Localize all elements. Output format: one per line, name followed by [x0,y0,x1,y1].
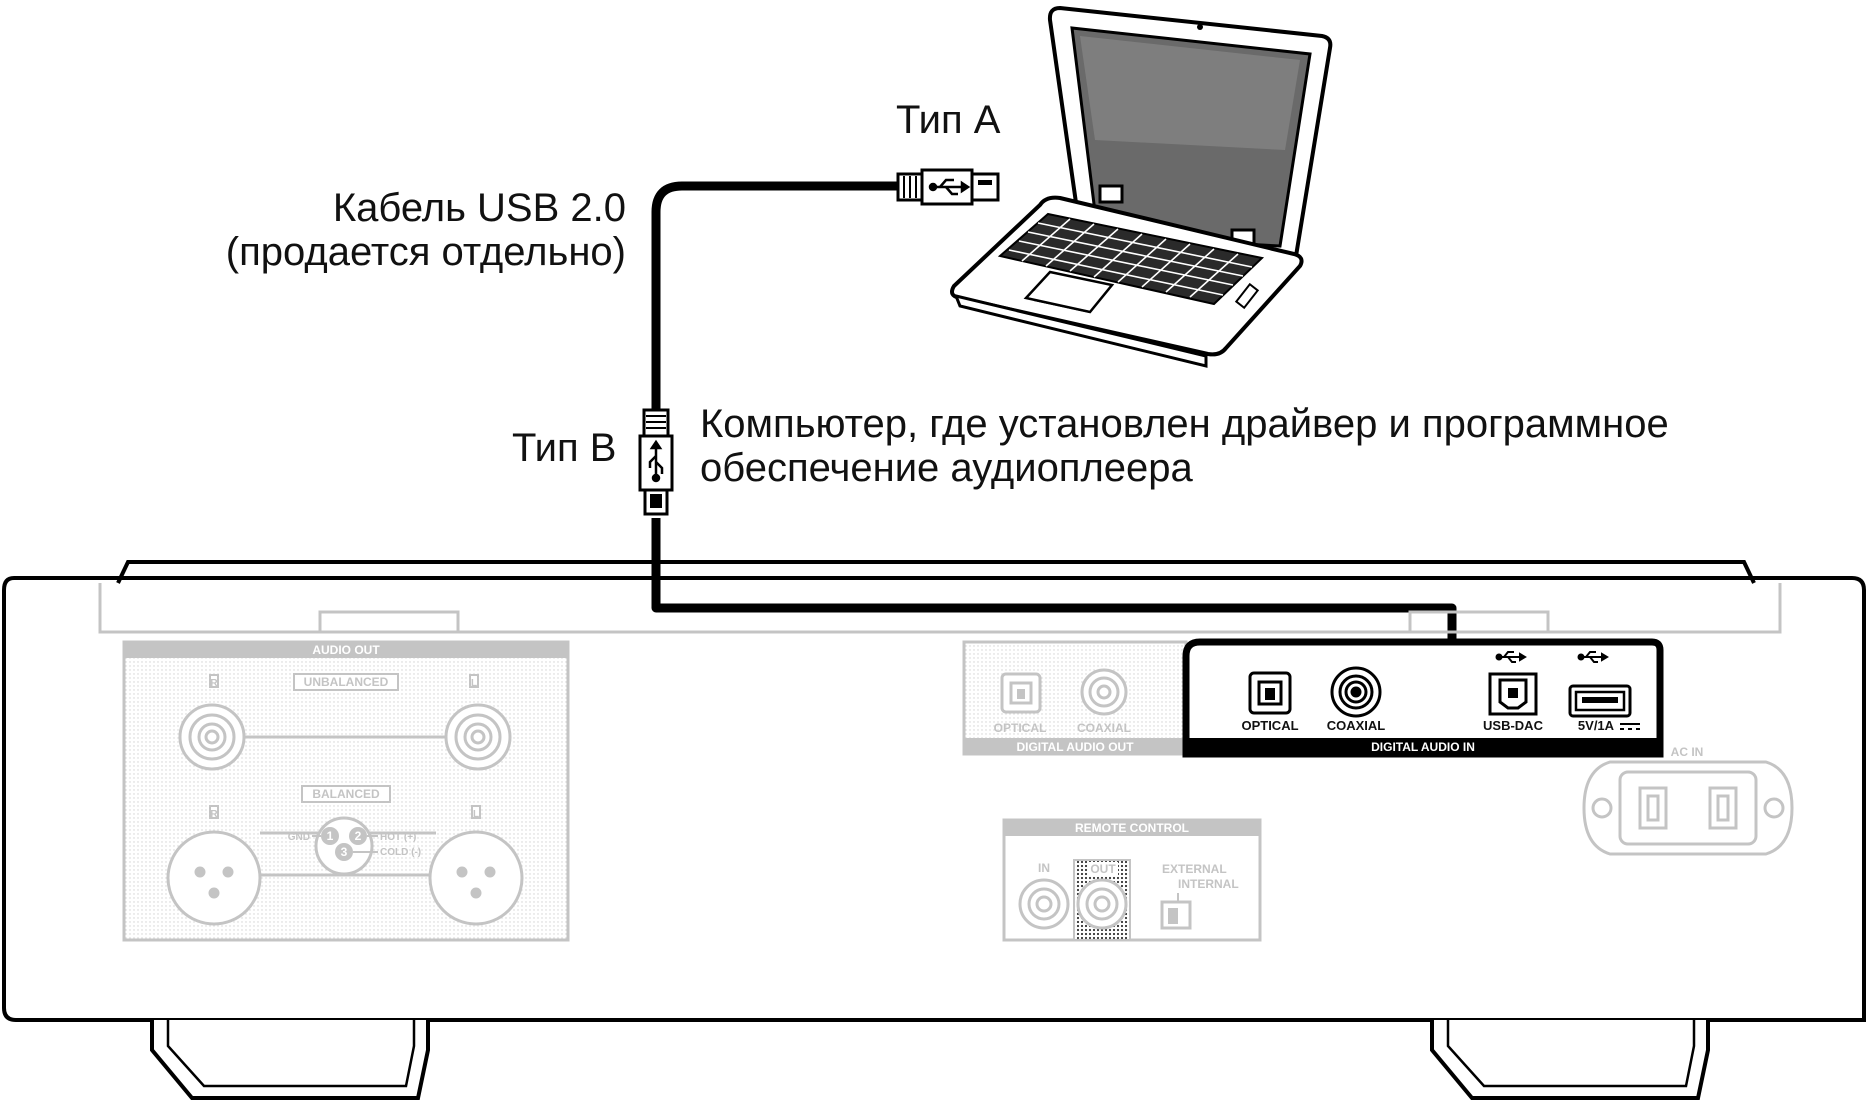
remote-control-section: REMOTE CONTROL IN OUT EXTERNAL INTERNAL [1002,818,1262,942]
coaxial-in-label: COAXIAL [1327,718,1386,733]
xlr-pin-1: 1 [327,829,334,843]
optical-in-label: OPTICAL [1241,718,1298,733]
remote-in-label: IN [1038,861,1050,875]
computer-callout-line2: обеспечение аудиоплеера [700,446,1193,490]
audio-out-section: AUDIO OUT R L UNBALANCED BALANCED R L [122,640,570,942]
optical-out-label: OPTICAL [994,721,1047,735]
digital-audio-in-label: DIGITAL AUDIO IN [1371,740,1475,754]
computer-callout-line1: Компьютер, где установлен драйвер и прог… [700,402,1669,446]
external-label: EXTERNAL [1162,862,1227,876]
balanced-l-label: L [473,809,479,820]
coaxial-out-jack[interactable] [1080,668,1128,716]
usb-dac-label: USB-DAC [1483,718,1544,733]
ac-in-label: AC IN [1671,745,1704,759]
unbalanced-label: UNBALANCED [304,675,389,689]
usb-power-port[interactable] [1568,684,1632,718]
type-b-callout: Тип B [512,426,617,470]
digital-audio-in-section: DIGITAL AUDIO IN OPTICAL COAXIAL USB-DAC [1182,638,1664,758]
balanced-l-xlr-jack[interactable] [428,830,524,926]
internal-label: INTERNAL [1178,877,1239,891]
xlr-pin-2: 2 [355,829,362,843]
coaxial-out-label: COAXIAL [1077,721,1131,735]
remote-in-jack[interactable] [1018,878,1070,930]
coaxial-in-jack[interactable] [1330,666,1382,718]
usb-power-label: 5V/1A [1578,718,1615,733]
unbalanced-l-jack[interactable] [444,703,512,771]
ac-in-section: AC IN [1582,745,1794,856]
usb-symbol-icon [648,439,664,483]
remote-control-label: REMOTE CONTROL [1075,821,1189,835]
balanced-r-xlr-jack[interactable] [166,830,262,926]
unbalanced-r-jack[interactable] [178,703,246,771]
remote-out-label: OUT [1090,862,1116,876]
usb-type-b-connector [638,408,674,516]
balanced-r-label: R [210,809,218,820]
external-internal-switch[interactable] [1160,900,1192,930]
xlr-pin-3: 3 [341,845,348,859]
usb-symbol-icon [1577,651,1609,663]
laptop-icon [950,5,1333,368]
dc-symbol-icon [1620,723,1640,730]
balanced-label: BALANCED [312,787,380,801]
device-foot-right [1430,1020,1710,1100]
ac-inlet[interactable] [1582,760,1794,856]
unbalanced-l-label: L [471,678,477,689]
xlr-hot-label: HOT (+) [380,832,416,843]
cable-callout-line2: (продается отдельно) [225,230,626,274]
optical-in-port[interactable] [1248,671,1292,715]
xlr-pin-legend: 1 2 3 GND HOT (+) COLD (-) [288,816,421,876]
digital-audio-out-label: DIGITAL AUDIO OUT [1016,740,1134,754]
device-foot-left [150,1020,430,1100]
optical-out-port[interactable] [1000,672,1042,714]
usb-dac-port[interactable] [1488,672,1538,716]
xlr-gnd-label: GND [288,832,310,843]
digital-audio-out-section: DIGITAL AUDIO OUT OPTICAL COAXIAL [962,640,1188,756]
type-a-callout: Тип A [896,98,1001,142]
usb-symbol-icon [1495,651,1527,663]
audio-out-label: AUDIO OUT [312,643,380,657]
cable-callout-line1: Кабель USB 2.0 [332,186,626,230]
device-rear-panel [2,560,1866,1100]
unbalanced-r-label: R [210,678,218,689]
remote-out-jack[interactable] [1076,878,1128,930]
usb-type-a-connector [896,168,1000,206]
usb-symbol-icon [928,178,971,196]
xlr-cold-label: COLD (-) [380,847,421,858]
